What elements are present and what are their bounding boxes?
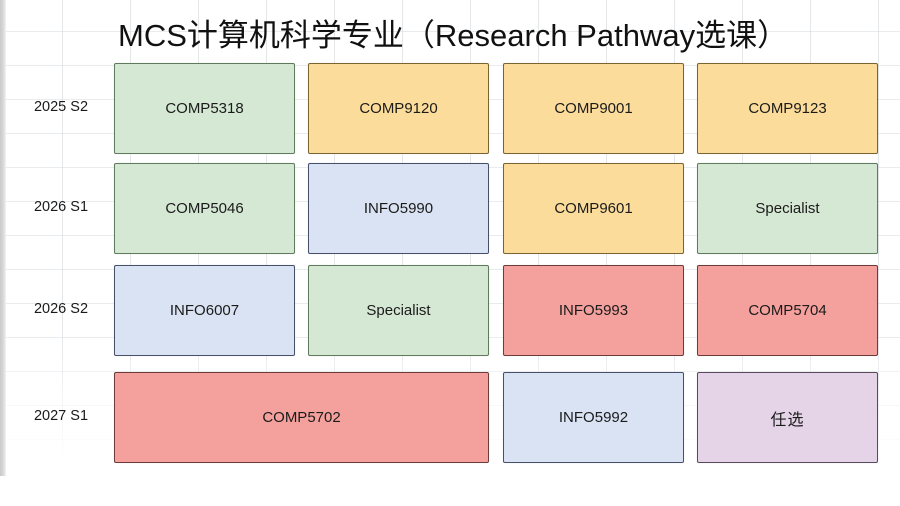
course-cell[interactable]: COMP9123 [697, 63, 878, 154]
course-cell[interactable]: 任选 [697, 372, 878, 463]
course-cell[interactable]: COMP9601 [503, 163, 684, 254]
course-cell[interactable]: INFO5990 [308, 163, 489, 254]
semester-label: 2026 S2 [33, 300, 89, 317]
course-cell[interactable]: COMP5046 [114, 163, 295, 254]
bottom-edge-strip [0, 476, 900, 506]
semester-label: 2027 S1 [33, 407, 89, 424]
course-cell[interactable]: COMP5704 [697, 265, 878, 356]
course-cell[interactable]: COMP9120 [308, 63, 489, 154]
course-cell[interactable]: INFO5993 [503, 265, 684, 356]
semester-label: 2026 S1 [33, 198, 89, 215]
course-cell[interactable]: Specialist [697, 163, 878, 254]
course-cell[interactable]: Specialist [308, 265, 489, 356]
course-cell[interactable]: COMP5702 [114, 372, 489, 463]
page-title: MCS计算机科学专业（Research Pathway选课） [118, 18, 789, 53]
left-edge-strip [0, 0, 6, 506]
course-cell[interactable]: COMP5318 [114, 63, 295, 154]
course-cell[interactable]: INFO5992 [503, 372, 684, 463]
semester-label: 2025 S2 [33, 98, 89, 115]
course-cell[interactable]: INFO6007 [114, 265, 295, 356]
course-cell[interactable]: COMP9001 [503, 63, 684, 154]
